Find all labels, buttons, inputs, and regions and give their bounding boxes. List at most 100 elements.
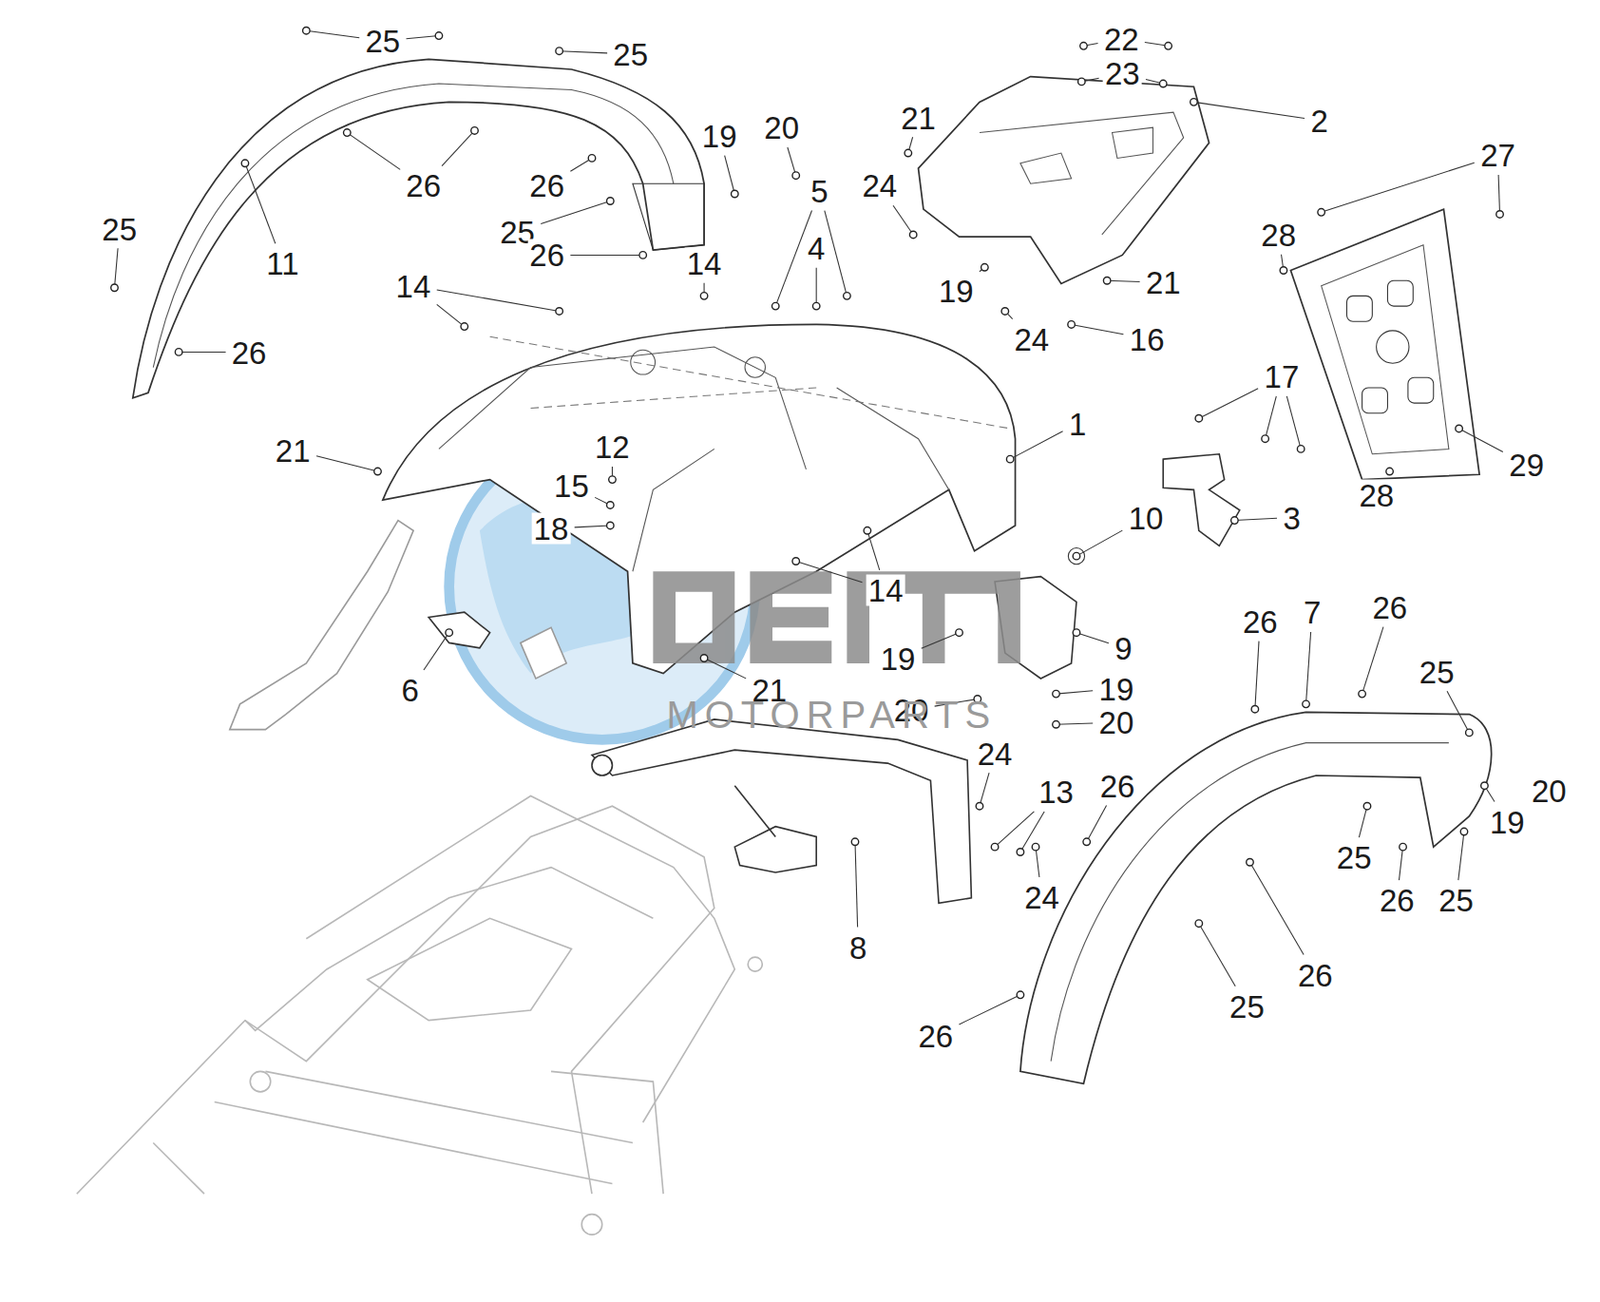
callout-number: 25 [1334, 841, 1374, 874]
fastener [435, 32, 443, 40]
callout-number: 19 [1097, 672, 1137, 705]
leader-line [245, 163, 276, 244]
fastener [990, 842, 999, 851]
fastener [445, 628, 454, 637]
strut [229, 520, 567, 730]
license-plate [1290, 209, 1480, 480]
callout-number: 24 [1011, 323, 1051, 355]
callout-number: 23 [1103, 57, 1143, 90]
fastener [111, 284, 119, 292]
callout-number: 26 [1240, 606, 1280, 638]
leader-line [1447, 690, 1469, 733]
fastener [1159, 79, 1167, 88]
leader-line [1459, 428, 1504, 453]
fastener [863, 527, 872, 535]
callout-number: 21 [273, 434, 313, 466]
callout-number: 26 [1370, 591, 1410, 624]
leader-line [1458, 831, 1465, 880]
callout-number: 26 [1295, 958, 1335, 991]
fastener [639, 251, 648, 260]
callout-number: 28 [1356, 478, 1396, 511]
leader-line [1009, 431, 1063, 459]
leader-line [441, 130, 475, 166]
leader-line [1199, 388, 1258, 420]
fastener [374, 467, 382, 476]
fastener [771, 302, 780, 310]
callout-number: 26 [527, 170, 567, 202]
leader-line [570, 254, 643, 256]
fastener [1279, 266, 1288, 275]
fastener [1231, 516, 1239, 525]
leader-line [867, 530, 880, 570]
fastener [1083, 838, 1091, 846]
callout-number: 15 [552, 470, 591, 502]
fastener [1455, 424, 1464, 433]
callout-number: 14 [394, 269, 434, 302]
callout-number: 1 [1066, 407, 1088, 439]
callout-number: 26 [1098, 769, 1138, 801]
leader-line [893, 205, 914, 235]
callout-number: 25 [362, 24, 402, 57]
fastener [1016, 990, 1025, 999]
fastener [812, 302, 820, 310]
leader-line [316, 456, 378, 472]
leader-line [406, 36, 439, 39]
fastener [1072, 628, 1081, 637]
leader-line [1076, 530, 1123, 556]
callout-number: 24 [859, 170, 899, 202]
fastener [607, 501, 615, 510]
leader-line [855, 841, 858, 928]
fastener [700, 292, 708, 301]
fastener [1006, 455, 1014, 463]
fastener [1078, 77, 1086, 86]
fastener [1016, 848, 1025, 857]
callout-number: 7 [1301, 596, 1323, 629]
fastener [1195, 414, 1203, 422]
callout-number: 26 [403, 170, 443, 202]
callout-number: 25 [1436, 884, 1476, 916]
callout-number: 5 [808, 174, 830, 207]
fastener [1296, 445, 1305, 454]
callout-number: 6 [400, 674, 421, 706]
fastener [588, 154, 596, 163]
leader-line [178, 351, 226, 353]
seat-plate [918, 76, 1210, 285]
fastener [343, 129, 352, 137]
leader-line [305, 30, 360, 38]
leader-line [1498, 174, 1500, 214]
fastener [1386, 467, 1394, 476]
callout-number: 19 [878, 642, 918, 674]
callout-number: 19 [1487, 805, 1527, 838]
callout-number: 14 [685, 247, 724, 280]
callout-number: 2 [1308, 104, 1330, 136]
leader-line [994, 811, 1034, 847]
leader-line [1055, 690, 1093, 694]
fastener [460, 323, 469, 331]
callout-number: 29 [1506, 448, 1546, 480]
leader-line [574, 525, 611, 528]
fastener [1251, 704, 1259, 713]
callout-number: 13 [1036, 776, 1076, 808]
fastener [904, 149, 913, 157]
fastener [1052, 689, 1061, 698]
fastener [1302, 700, 1311, 708]
callout-number: 4 [805, 231, 827, 264]
fastener [1460, 827, 1468, 836]
fastener [1080, 42, 1088, 51]
callout-number: 12 [592, 431, 632, 463]
leader-line [1398, 846, 1403, 880]
leader-line [1193, 101, 1305, 118]
callout-number: 14 [866, 573, 906, 606]
callout-number: 16 [1127, 323, 1167, 355]
fastener [1001, 307, 1010, 316]
leader-line [1086, 805, 1107, 842]
callout-number: 17 [1262, 361, 1302, 393]
leader-line [540, 201, 610, 225]
leader-line [958, 994, 1020, 1025]
fastener [1195, 919, 1203, 928]
leader-line [1199, 923, 1236, 987]
fastener [1481, 781, 1489, 790]
leader-line [437, 304, 465, 326]
fastener [1317, 209, 1326, 217]
